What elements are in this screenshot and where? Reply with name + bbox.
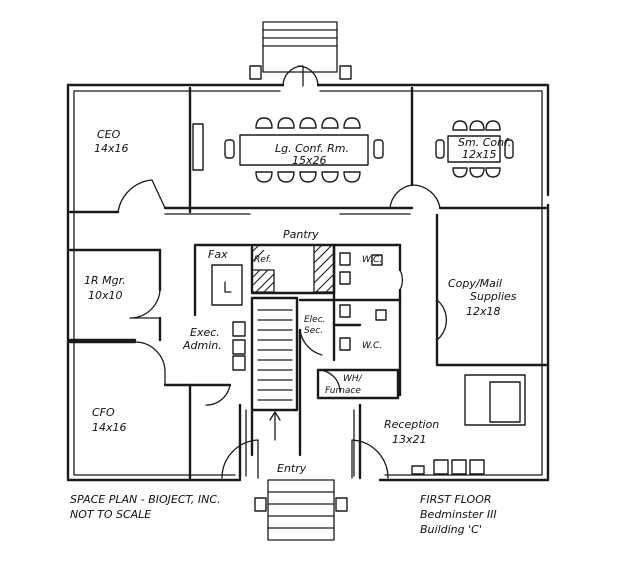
room-mgr-name: 1R Mgr. bbox=[84, 274, 126, 287]
room-wh-line2: Furnace bbox=[325, 386, 361, 396]
room-mgr-size: 10x10 bbox=[88, 289, 123, 302]
room-wh-line1: WH/ bbox=[343, 374, 363, 384]
note-scale: NOT TO SCALE bbox=[70, 508, 151, 521]
room-cfo-size: 14x16 bbox=[92, 421, 127, 434]
room-ceo-name: CEO bbox=[97, 128, 121, 141]
room-wc2-name: W.C. bbox=[362, 341, 382, 351]
room-wc1-name: W.C. bbox=[362, 255, 382, 265]
room-copy-mail-line1: Copy/Mail bbox=[448, 277, 502, 290]
room-reception-size: 13x21 bbox=[392, 433, 427, 446]
room-elec-line2: Sec. bbox=[304, 326, 323, 336]
room-exec-admin-line2: Admin. bbox=[182, 339, 222, 352]
room-exec-admin-line1: Exec. bbox=[190, 326, 220, 339]
room-entry-name: Entry bbox=[277, 462, 307, 475]
room-copy-mail-size: 12x18 bbox=[466, 305, 501, 318]
exterior-walls bbox=[66, 83, 550, 482]
room-fax-name: Fax bbox=[208, 248, 228, 261]
room-lg-conf-size: 15x26 bbox=[292, 154, 327, 167]
note-floor: FIRST FLOOR bbox=[420, 493, 492, 506]
room-elec-line1: Elec. bbox=[304, 315, 326, 325]
stair bbox=[257, 309, 293, 441]
room-pantry-name: Pantry bbox=[283, 228, 319, 241]
notes: SPACE PLAN - BIOJECT, INC. NOT TO SCALE … bbox=[70, 493, 497, 536]
note-building-name: Bedminster III bbox=[420, 508, 497, 521]
rear-porch bbox=[249, 21, 352, 87]
front-entry-steps bbox=[254, 479, 348, 541]
room-sm-conf-name: Sm. Conf. bbox=[458, 136, 511, 149]
room-labels: CEO 14x16 Lg. Conf. Rm. 15x26 Sm. Conf. … bbox=[84, 128, 517, 475]
hatched-chase bbox=[251, 244, 335, 293]
room-ref-name: Ref. bbox=[254, 255, 272, 265]
note-building-letter: Building 'C' bbox=[420, 523, 482, 536]
furniture bbox=[192, 117, 526, 475]
room-reception-name: Reception bbox=[384, 418, 439, 431]
room-lg-conf-name: Lg. Conf. Rm. bbox=[275, 142, 349, 155]
note-company: SPACE PLAN - BIOJECT, INC. bbox=[70, 493, 221, 506]
door-swings bbox=[117, 179, 447, 479]
room-copy-mail-line2: Supplies bbox=[470, 290, 517, 303]
room-cfo-name: CFO bbox=[92, 406, 115, 419]
room-sm-conf-size: 12x15 bbox=[462, 148, 497, 161]
room-ceo-size: 14x16 bbox=[94, 142, 129, 155]
